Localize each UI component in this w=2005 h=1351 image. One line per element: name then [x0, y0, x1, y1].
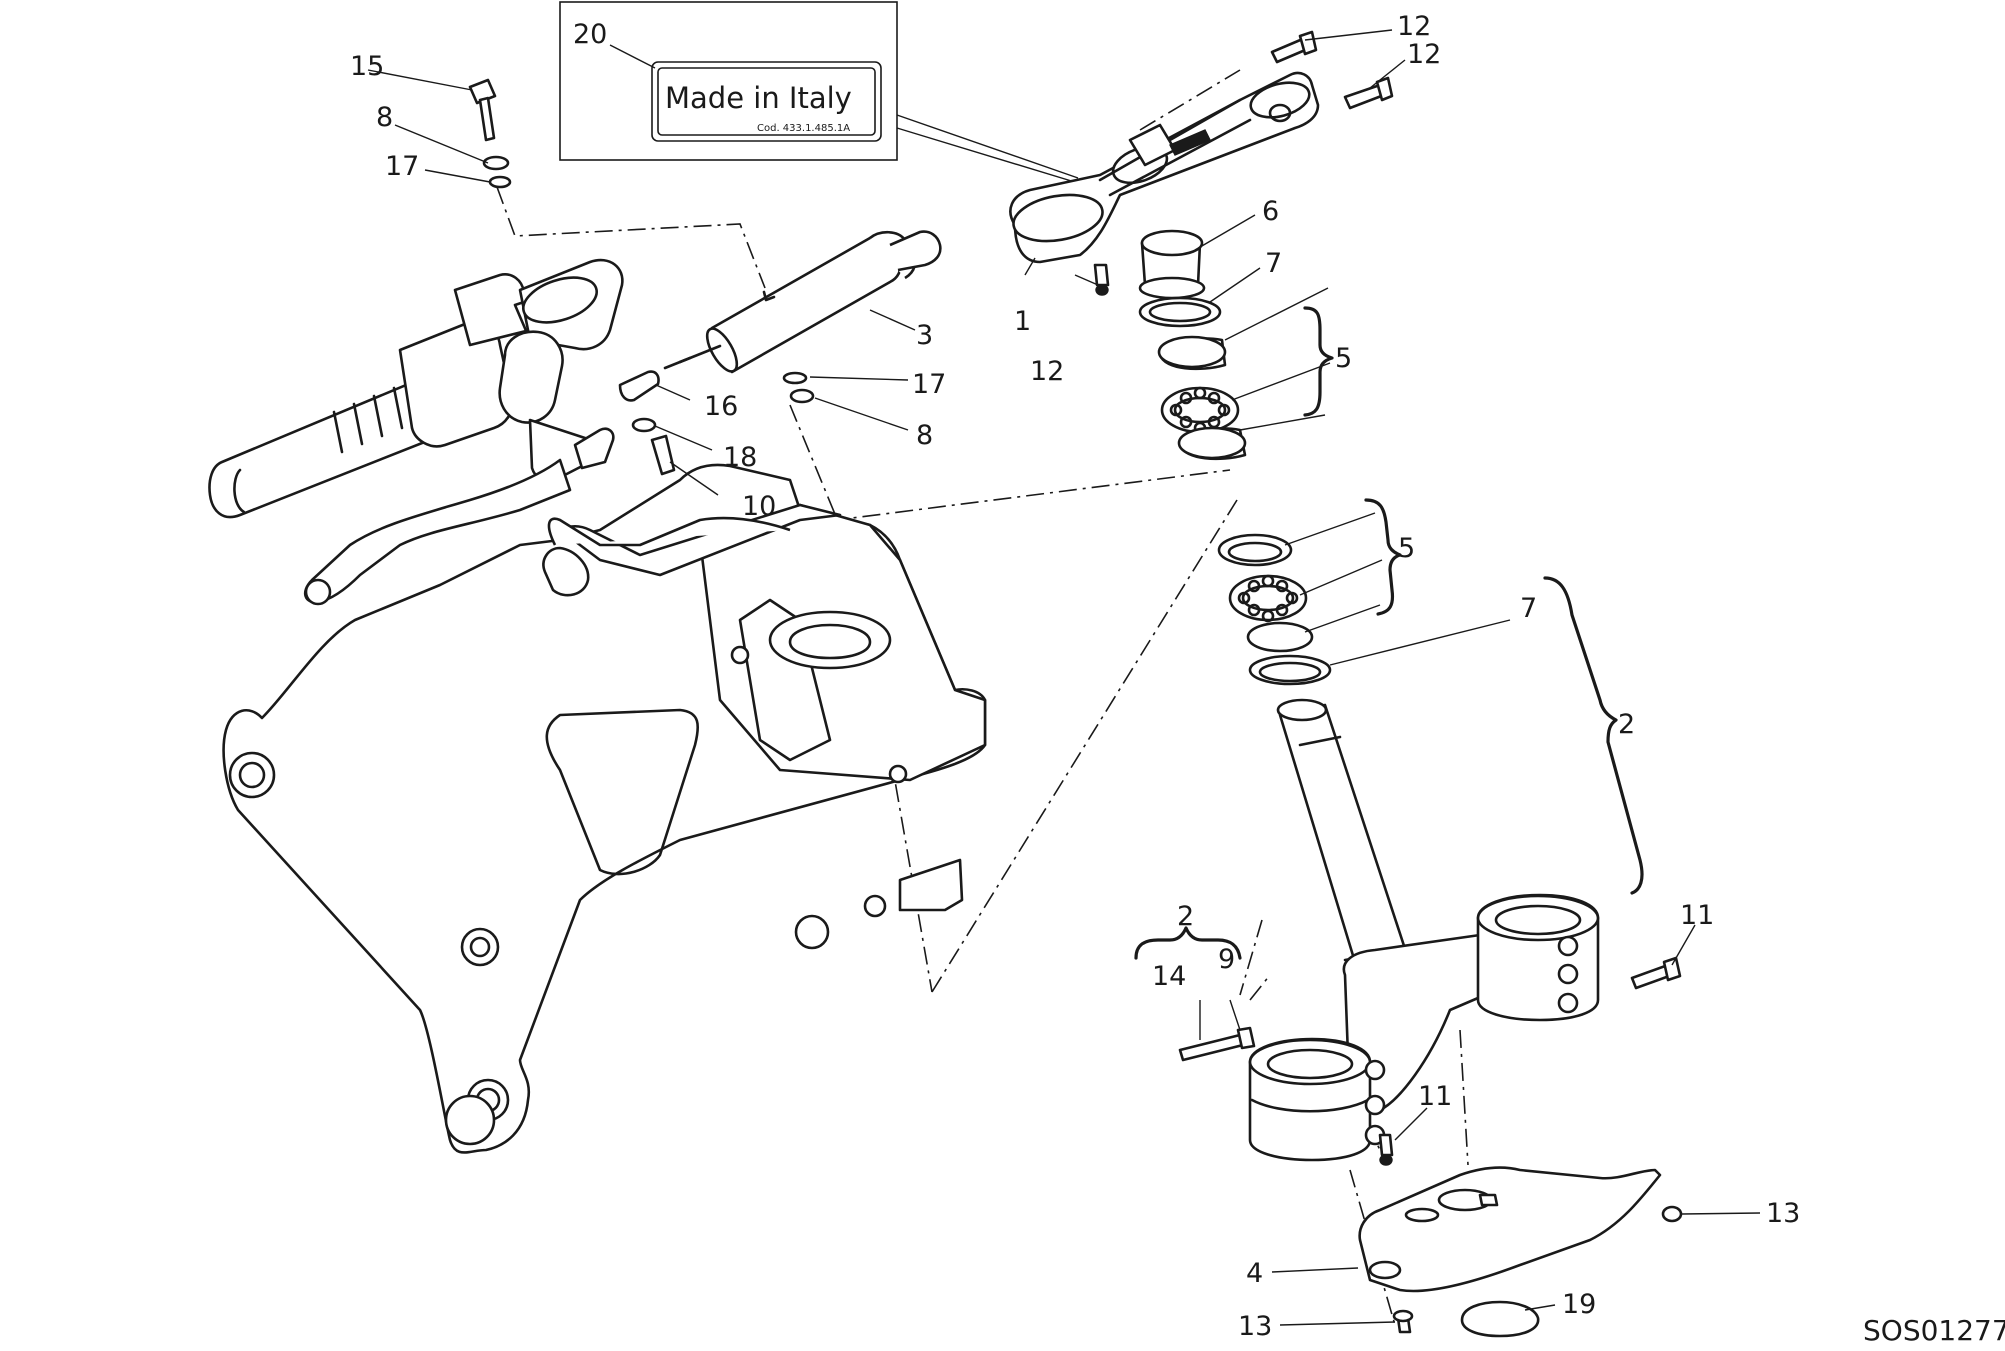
callout-5: 5: [1335, 343, 1352, 374]
callout-18: 18: [723, 442, 757, 473]
callout-13: 13: [1238, 1311, 1272, 1342]
leader-lines: [367, 29, 1761, 1326]
callout-10: 10: [742, 491, 776, 522]
callout-14: 14: [1152, 961, 1186, 992]
callout-8: 8: [376, 102, 393, 133]
callout-8: 8: [916, 420, 933, 451]
label-plate-box: Made in Italy Cod. 433.1.485.1A: [559, 1, 1079, 184]
fasteners-left: [468, 78, 815, 476]
callout-11: 11: [1418, 1081, 1452, 1112]
fasteners-12: [1093, 30, 1394, 296]
callout-15: 15: [350, 51, 384, 82]
callout-6: 6: [1262, 196, 1279, 227]
label-plate-sub-text: Cod. 433.1.485.1A: [757, 123, 850, 134]
frame: [222, 463, 987, 1154]
lower-bearing-stack: [1217, 533, 1332, 686]
callout-20: 20: [573, 19, 607, 50]
callout-2: 2: [1177, 901, 1194, 932]
callout-2: 2: [1618, 709, 1635, 740]
callout-17: 17: [385, 151, 419, 182]
label-plate-main-text: Made in Italy: [665, 81, 852, 115]
callout-9: 9: [1218, 944, 1235, 975]
callout-7: 7: [1265, 248, 1282, 279]
callout-12: 12: [1407, 39, 1441, 70]
callout-12: 12: [1030, 356, 1064, 387]
callout-19: 19: [1562, 1289, 1596, 1320]
callout-7: 7: [1520, 593, 1537, 624]
steering-damper: [663, 230, 942, 374]
lower-triple-clamp: [1178, 698, 1682, 1166]
head-cover: [1358, 1166, 1683, 1338]
drawing-code: SOS01277: [1863, 1314, 2005, 1347]
callout-3: 3: [916, 320, 933, 351]
callout-17: 17: [912, 369, 946, 400]
callout-labels: 20 15 8 17 12 12 6 7 1 5 12 3 17 8 16 18…: [350, 11, 1800, 1342]
callout-12: 12: [1397, 11, 1431, 42]
callout-4: 4: [1246, 1258, 1263, 1289]
callout-1: 1: [1014, 306, 1031, 337]
callout-13: 13: [1766, 1198, 1800, 1229]
upper-triple-clamp: [1009, 71, 1320, 264]
callout-16: 16: [704, 391, 738, 422]
group-braces: [1134, 306, 1644, 960]
callout-5: 5: [1398, 533, 1415, 564]
handlebar-clip-on: [208, 258, 624, 606]
upper-bearing-stack: [1138, 229, 1247, 461]
callout-11: 11: [1680, 900, 1714, 931]
